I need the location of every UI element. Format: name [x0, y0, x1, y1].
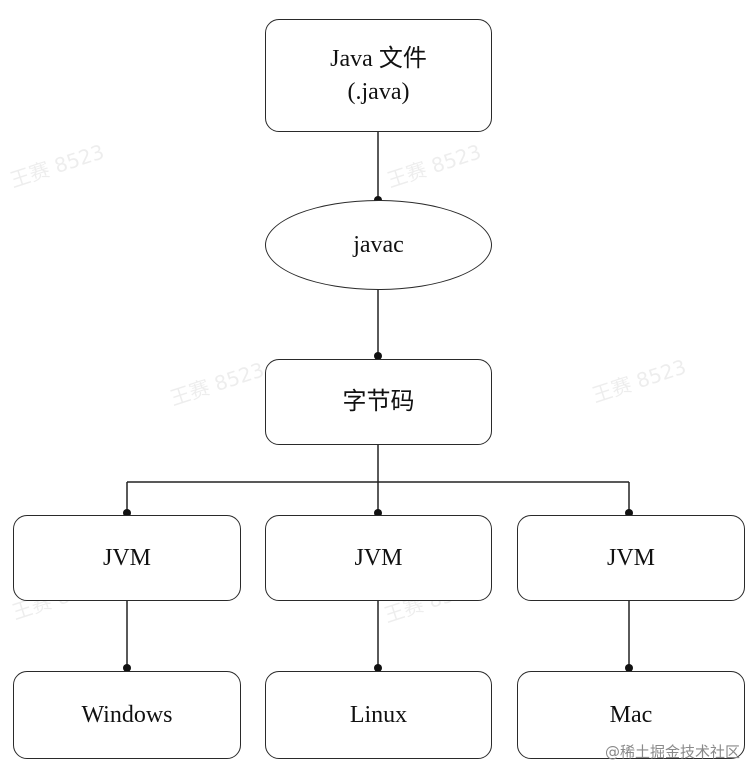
source-credit: @稀土掘金技术社区	[604, 743, 740, 761]
edge-dot	[123, 664, 131, 672]
platform-label: Linux	[349, 701, 408, 728]
platform-label: Mac	[609, 701, 653, 728]
jvm-node-windows: JVM	[13, 515, 241, 601]
java-source-extension: (.java)	[347, 78, 410, 105]
platform-label: Windows	[81, 701, 173, 728]
jvm-label: JVM	[606, 544, 655, 571]
javac-label: javac	[353, 231, 404, 258]
edge-dot	[374, 352, 382, 360]
jvm-label: JVM	[354, 544, 403, 571]
bytecode-node: 字节码	[265, 359, 492, 445]
java-source-node: Java 文件 (.java)	[265, 19, 492, 132]
jvm-node-mac: JVM	[517, 515, 745, 601]
platform-node-linux: Linux	[265, 671, 492, 759]
java-source-label: Java 文件	[330, 46, 427, 73]
javac-node: javac	[265, 200, 492, 290]
edge-dot	[374, 664, 382, 672]
platform-node-mac: Mac	[517, 671, 745, 759]
platform-node-windows: Windows	[13, 671, 241, 759]
edge-dot	[625, 664, 633, 672]
jvm-node-linux: JVM	[265, 515, 492, 601]
jvm-label: JVM	[102, 544, 151, 571]
bytecode-label: 字节码	[342, 388, 415, 415]
